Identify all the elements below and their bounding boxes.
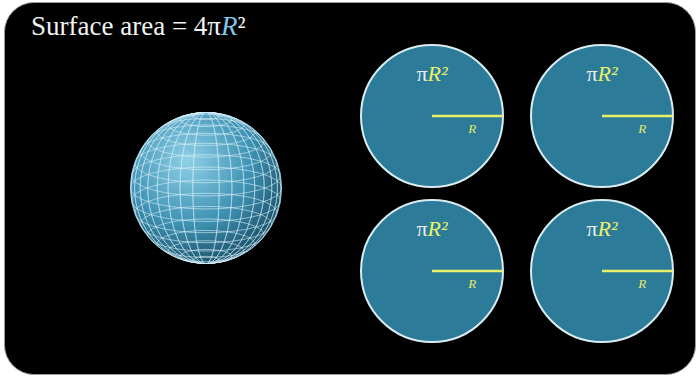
background-panel: Surface area = 4πR²πR²RπR²RπR²RπR²R [4,2,696,375]
longitude-line [193,112,219,264]
longitude-line [148,112,264,264]
longitude-line [135,112,278,264]
area-circle: πR² R [359,198,505,344]
longitude-line [180,112,232,264]
title: Surface area = 4πR² [31,11,246,42]
latitude-line [140,133,272,169]
radius-line [432,270,503,273]
latitude-line [140,206,272,242]
area-formula: πR² [586,61,617,87]
sphere-grid [130,112,282,264]
latitude-line [148,219,264,251]
radius-label: R [468,276,476,292]
circle-disc [361,45,503,187]
circle-disc [361,200,503,342]
sphere [130,112,282,264]
radius-label: R [638,121,646,137]
longitude-line [168,112,244,264]
radius-line [602,115,673,118]
area-formula: πR² [586,216,617,242]
longitude-line [206,112,207,264]
circle-disc [531,200,673,342]
longitude-line [180,112,232,264]
longitude-line [157,112,255,264]
area-circle: πR² R [359,43,505,189]
longitude-line [168,112,244,264]
circle-disc [531,45,673,187]
radius-line [602,270,673,273]
longitude-line [157,112,255,264]
title-part: Surface area = 4π [31,11,221,41]
formula-part: R² [428,216,448,241]
area-circle: πR² R [529,198,675,344]
formula-part: R² [428,61,448,86]
formula-part: R² [598,61,618,86]
longitude-line [140,112,272,264]
longitude-line [131,112,281,264]
formula-part: π [416,61,427,86]
longitude-line [135,112,278,264]
longitude-line [148,112,264,264]
area-circle: πR² R [529,43,675,189]
title-part: R [221,11,238,41]
latitude-line [130,167,282,209]
formula-part: R² [598,216,618,241]
longitude-line [193,112,219,264]
radius-line [432,115,503,118]
area-formula: πR² [416,216,447,242]
latitude-line [131,155,281,196]
longitude-line [140,112,272,264]
formula-part: π [416,216,427,241]
longitude-line [130,112,282,264]
area-formula: πR² [416,61,447,87]
formula-part: π [586,216,597,241]
formula-part: π [586,61,597,86]
latitude-line [131,180,281,221]
radius-label: R [638,276,646,292]
radius-label: R [468,121,476,137]
title-part: ² [238,11,246,41]
latitude-line [148,125,264,157]
longitude-line [131,112,281,264]
